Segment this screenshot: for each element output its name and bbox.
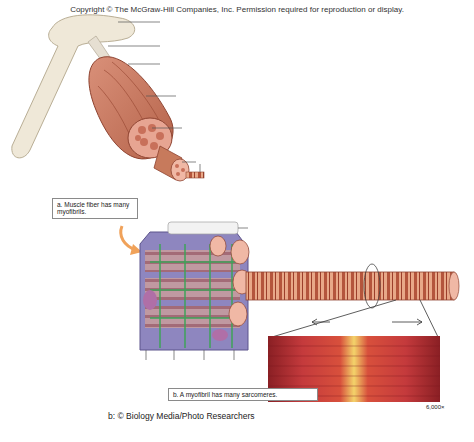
caption-text: b. A myofibril has many sarcomeres. [173, 391, 313, 398]
credit-text: Copyright © The McGraw-Hill Companies, I… [70, 6, 404, 15]
credit-text: b: © Biology Media/Photo Researchers [108, 412, 255, 421]
magnification-label: 6,000× [426, 404, 445, 411]
caption-box: b. A myofibril has many sarcomeres. [168, 388, 318, 401]
caption-text: a. Muscle fiber has many myofibrils. [57, 201, 133, 216]
caption-box: a. Muscle fiber has many myofibrils. [52, 198, 138, 219]
